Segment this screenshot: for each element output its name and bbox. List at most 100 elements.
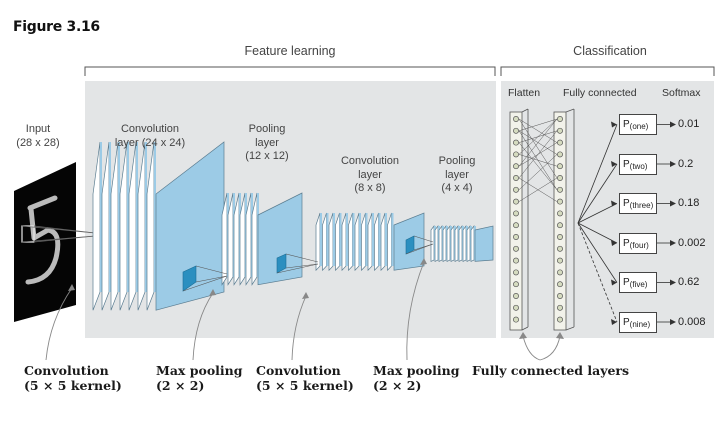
fc-neuron <box>557 304 563 311</box>
arrow-head <box>670 200 676 207</box>
feature-map-edge <box>365 213 368 266</box>
flatten-neuron <box>513 269 519 276</box>
arrow-head <box>611 161 617 167</box>
classification-panel <box>501 81 714 338</box>
fc-connection <box>518 118 558 155</box>
feature-map <box>450 224 455 262</box>
softmax-header: Softmax <box>662 87 701 99</box>
fc-neuron <box>557 175 563 181</box>
fc-neuron <box>557 293 563 299</box>
arrow-head <box>611 279 617 286</box>
feature-map <box>462 224 467 262</box>
figure-title: Figure 3.16 <box>13 19 100 35</box>
flatten-header: Flatten <box>508 87 541 99</box>
softmax-output-box: P(three) <box>619 193 657 214</box>
softmax-arrow <box>577 203 618 224</box>
fc-neuron <box>557 316 563 323</box>
feature-map-edge <box>359 213 361 266</box>
arrow-head <box>670 121 676 128</box>
conv2-pointer <box>291 295 307 361</box>
feature-map <box>438 224 443 262</box>
output-label: P <box>623 277 630 288</box>
feature-map-edge <box>346 213 348 266</box>
fc-connection <box>518 130 558 190</box>
feature-map-edge <box>352 213 355 266</box>
softmax-output-box: P(four) <box>619 232 657 254</box>
conv1-label-line2: layer (24 x 24) <box>114 136 186 149</box>
flatten-neuron <box>513 316 519 323</box>
feature-map <box>446 224 451 262</box>
softmax-arrows <box>577 121 676 325</box>
feature-map <box>442 224 447 262</box>
input-image <box>14 162 76 322</box>
pool1-to-conv2-kernel <box>276 253 319 274</box>
pool2-label-line1: Pooling <box>438 155 476 167</box>
fc-neuron <box>557 139 563 146</box>
pool1-feature-maps <box>221 192 303 286</box>
output-class: (four) <box>629 240 649 250</box>
arrow-head <box>670 161 676 167</box>
softmax-output-box: P(nine) <box>619 311 657 333</box>
softmax-output-box: P(one) <box>619 114 657 135</box>
conv1-to-pool1-kernel <box>182 265 228 292</box>
flatten-layer <box>509 108 529 331</box>
feature-map-edge <box>154 142 156 292</box>
pool2-feature-maps <box>430 224 494 262</box>
fc-neuron <box>557 210 563 217</box>
conv2-label-line3: (8 x 8) <box>354 182 386 194</box>
feature-map-edge <box>145 142 147 292</box>
feature-map <box>430 224 435 262</box>
output-label: P <box>623 316 630 328</box>
feature-learning-header: Feature learning <box>244 44 336 58</box>
feature-learning-bracket <box>84 66 496 76</box>
softmax-arrow <box>577 222 618 283</box>
classification-header: Classification <box>573 44 647 58</box>
output-label: P <box>623 237 630 249</box>
arrow-head <box>611 200 617 207</box>
softmax-probability: 0.008 <box>678 315 706 328</box>
fc-neuron <box>557 269 563 276</box>
output-class: (nine) <box>629 319 651 329</box>
flatten-neuron <box>513 151 519 158</box>
feature-map <box>257 192 303 286</box>
output-label: P <box>623 158 630 170</box>
output-class: (three) <box>629 201 654 210</box>
fc-pointer-left <box>522 335 541 361</box>
output-class: (one) <box>629 122 649 131</box>
flatten-neuron <box>513 186 519 193</box>
conv2-label-line2: layer <box>358 168 382 181</box>
conv1-annotation-line1: Convolution <box>24 363 109 378</box>
feature-map <box>454 224 459 262</box>
fc-connection <box>518 118 558 132</box>
fc-connections <box>518 118 558 202</box>
feature-map <box>466 224 471 262</box>
conv2-annotation-line1: Convolution <box>256 363 341 378</box>
fc-connection <box>518 177 558 202</box>
flatten-neuron <box>513 127 519 134</box>
feature-map-edge <box>339 213 342 266</box>
flatten-neuron <box>513 304 519 311</box>
neurons <box>513 116 563 323</box>
conv2-label-line1: Convolution <box>340 155 400 167</box>
fc-connection <box>518 154 558 190</box>
feature-map <box>474 225 494 262</box>
flatten-neuron <box>513 163 519 170</box>
softmax-probability: 0.2 <box>678 157 694 170</box>
conv2-to-pool2-kernel <box>405 235 434 255</box>
softmax-probability: 0.002 <box>678 236 706 249</box>
fully-connected-header: Fully connected <box>563 87 637 99</box>
feature-map-edge <box>118 142 120 292</box>
flatten-neuron <box>513 257 519 264</box>
arrow-head <box>670 279 676 286</box>
fc-neuron <box>557 234 563 240</box>
feature-map-edge <box>333 213 335 266</box>
softmax-arrow <box>577 163 618 224</box>
feature-map-edge <box>100 142 102 292</box>
feature-map-edge <box>320 213 322 266</box>
softmax-arrow <box>577 124 618 224</box>
conv1-feature-maps <box>92 141 225 311</box>
conv1-label-line1: Convolution <box>120 123 180 135</box>
softmax-probability: 0.01 <box>678 118 700 130</box>
fully-connected-layer <box>553 108 575 331</box>
